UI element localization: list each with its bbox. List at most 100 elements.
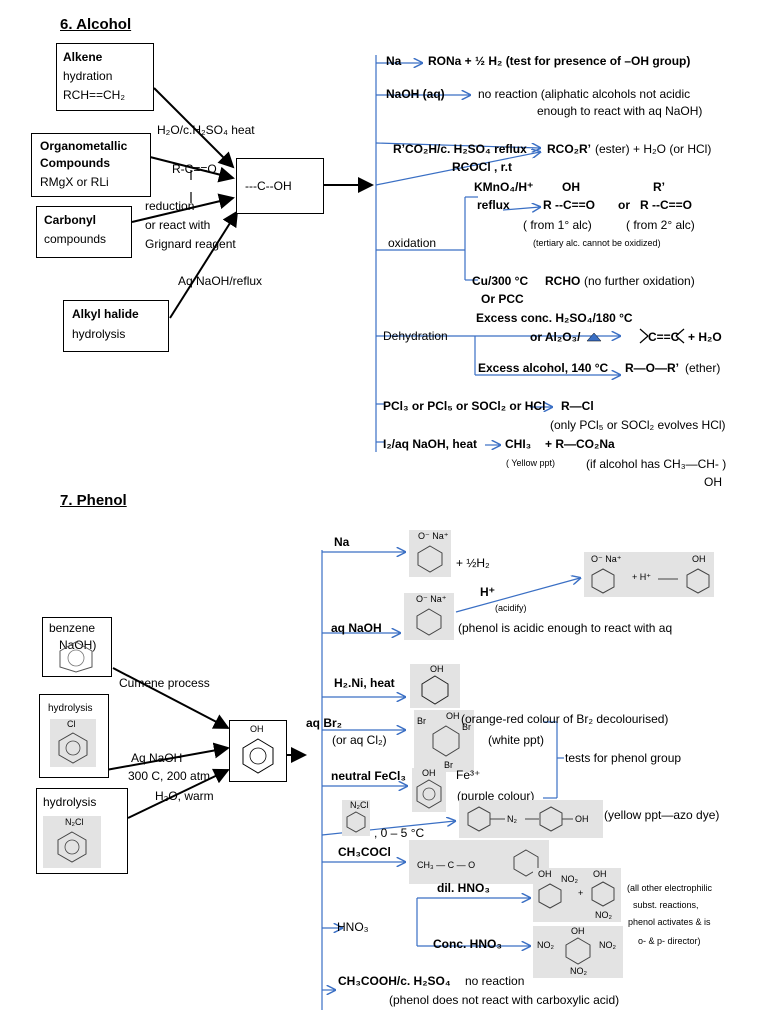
alkene-line: hydration xyxy=(63,69,113,83)
naoh-note-2: enough to react with aq NaOH) xyxy=(537,104,703,118)
fe3-label: Fe³⁺ xyxy=(456,768,481,782)
ester-note: (ester) + H₂O (or HCl) xyxy=(595,142,712,156)
reagent-excess-acid: Excess conc. H₂SO₄/180 °C xyxy=(476,311,633,325)
reagent-na: Na xyxy=(386,54,402,68)
benzene-label-1: benzene xyxy=(49,621,96,635)
naoh-note-1: no reaction (aliphatic alcohols not acid… xyxy=(478,87,691,101)
benzene-ring-icon xyxy=(416,608,442,636)
purple-note: (purple colour) xyxy=(457,789,535,803)
product-ester: RCO₂R’ xyxy=(547,142,591,156)
alkylhalide-line: hydrolysis xyxy=(72,327,126,341)
ether-note: (ether) xyxy=(685,361,721,375)
tertiary-note: (tertiary alc. cannot be oxidized) xyxy=(533,238,661,248)
product-acid-group: R --C==O xyxy=(543,198,596,212)
acidify-label: (acidify) xyxy=(495,603,527,613)
diazonium-reagent-label: N₂Cl xyxy=(350,800,369,810)
azo-dye-note: (yellow ppt—azo dye) xyxy=(604,808,720,822)
azo-dye-icon xyxy=(467,806,573,832)
azo-n2-label: N₂ xyxy=(507,814,517,824)
benzene-ring-icon xyxy=(58,732,88,764)
from-secondary: ( from 2° alc) xyxy=(626,218,695,232)
benzene-ring-icon xyxy=(538,883,562,909)
benzene-ring-icon xyxy=(591,568,615,594)
hydrolysis-small-label: hydrolysis xyxy=(48,703,93,714)
reagent-bromine: aq Br₂ xyxy=(306,716,343,730)
reagent-phenol-na: Na xyxy=(334,535,350,549)
reagent-chlorine: (or aq Cl₂) xyxy=(332,733,387,747)
reagent-carboxylic-acid: R’CO₂H/c. H₂SO₄ reflux xyxy=(393,142,527,156)
acidify-plus-h: + H⁺ xyxy=(632,572,652,582)
tribromophenol-br-bottom: Br xyxy=(444,760,453,770)
source-benzene: benzene NaOH) xyxy=(42,617,112,677)
electrophilic-note-3: phenol activates & is xyxy=(628,917,711,927)
picric-acid-structure: OH NO₂ NO₂ NO₂ xyxy=(533,926,623,978)
azo-oh-label: OH xyxy=(575,814,589,824)
high-pressure-conditions: 300 C, 200 atm xyxy=(128,769,211,783)
sodium-phenoxide-label: O⁻ Na⁺ xyxy=(416,594,447,604)
benzene-ring-icon xyxy=(346,811,366,833)
tribromophenol-oh: OH xyxy=(446,711,460,721)
reduction-condition: reduction xyxy=(145,199,195,213)
product-carboxylate: + R—CO₂Na xyxy=(545,437,615,451)
picric-no2-left: NO₂ xyxy=(537,940,554,950)
acidify-phenol-oh: OH xyxy=(692,554,706,564)
nitrophenol-para-oh: OH xyxy=(593,869,607,879)
product-rcl: R—Cl xyxy=(561,399,594,413)
from-primary: ( from 1° alc) xyxy=(523,218,592,232)
product-r-prime: R’ xyxy=(653,180,665,194)
source-organometallic: Organometallic Compounds RMgX or RLi xyxy=(31,133,151,197)
reagent-dilute-nitric: dil. HNO₃ xyxy=(437,881,490,895)
benzene-ring-icon xyxy=(57,831,87,863)
product-oh: OH xyxy=(562,180,580,194)
dehydration-label: Dehydration xyxy=(383,329,448,343)
diazonium-n2cl: N₂Cl xyxy=(65,817,84,827)
chlorobenzene-cl: Cl xyxy=(67,719,76,729)
rcho-note: (no further oxidation) xyxy=(584,274,695,288)
benzene-ring-icon xyxy=(432,725,460,757)
product-water: + H₂O xyxy=(688,330,722,344)
reagent-conc-nitric: Conc. HNO₃ xyxy=(433,937,502,951)
reagent-nitric: HNO₃ xyxy=(337,920,369,934)
phenol-ring-icon xyxy=(242,738,274,774)
phenol-center-oh: OH xyxy=(250,724,264,734)
product-rcho: RCHO xyxy=(545,274,581,288)
hydration-condition: H₂O/c.H₂SO₄ heat xyxy=(157,123,255,137)
organometallic-title-1: Organometallic xyxy=(40,139,128,153)
tribromophenol-structure: OH Br Br Br xyxy=(414,710,474,772)
acetic-note: (phenol does not react with carboxylic a… xyxy=(389,993,620,1007)
reagent-pcl: PCl₃ or PCl₅ or SOCl₂ or HCl xyxy=(383,399,546,413)
reagent-excess-alcohol: Excess alcohol, 140 °C xyxy=(478,361,609,375)
picric-no2-bottom: NO₂ xyxy=(570,966,587,976)
grignard-condition-1: or react with xyxy=(145,218,211,232)
source-alkyl-halide: Alkyl halide hydrolysis xyxy=(63,300,169,352)
phenoxide-label: O⁻ Na⁺ xyxy=(418,531,449,541)
reagent-cu: Cu/300 °C xyxy=(472,274,529,288)
water-warm-label: H₂O, warm xyxy=(155,789,214,803)
product-ketone-group: R --C==O xyxy=(640,198,693,212)
phenyl-ester-formula: CH₃ — C — O xyxy=(417,860,476,870)
or-word: or xyxy=(618,198,630,212)
diazonium-reagent-structure: N₂Cl xyxy=(342,800,370,836)
acidify-phenoxide-label: O⁻ Na⁺ xyxy=(591,554,622,564)
product-rona: RONa + ½ H₂ (test for presence of –OH gr… xyxy=(428,54,691,68)
tribromophenol-br-left: Br xyxy=(417,716,426,726)
iodoform-condition: (if alcohol has CH₃—CH- ) xyxy=(586,457,727,471)
electrophilic-note-4: o- & p- director) xyxy=(638,936,701,946)
carbonyl-group: R-C==O xyxy=(172,162,217,176)
iodoform-oh: OH xyxy=(704,475,722,489)
hydrogen-product: + ½H₂ xyxy=(456,556,490,570)
reagent-iodoform: I₂/aq NaOH, heat xyxy=(383,437,478,451)
organometallic-formula: RMgX or RLi xyxy=(40,175,109,189)
source-diazonium: hydrolysis N₂Cl xyxy=(36,788,128,874)
nitrophenol-ortho-no2: NO₂ xyxy=(561,874,578,884)
benzene-ring-icon xyxy=(417,545,443,573)
hydrolysis-condition: Aq NaOH/reflux xyxy=(178,274,263,288)
azo-dye-structure: N₂ OH xyxy=(459,800,603,838)
reagent-fecl3: neutral FeCl₃ xyxy=(331,769,406,783)
picric-oh: OH xyxy=(571,926,585,936)
grignard-condition-2: Grignard reagent xyxy=(145,237,236,251)
alcohol-center-box: ---C--OH xyxy=(236,158,324,214)
acidify-h: H⁺ xyxy=(480,585,495,599)
bromine-note: (orange-red colour of Br₂ decolourised) xyxy=(461,712,669,726)
aq-naoh-note: (phenol is acidic enough to react with a… xyxy=(458,621,673,635)
